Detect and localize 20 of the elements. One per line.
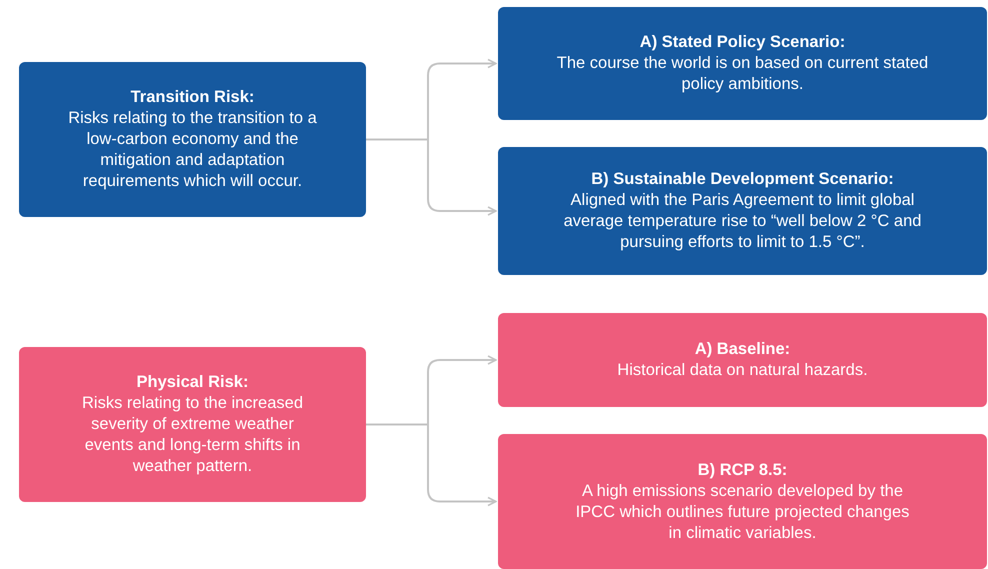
scenario-box [498, 434, 987, 569]
box-description: Aligned with the Paris Agreement to limit global average temperature rise to “well below 2 °C and pursuing efforts to limit to 1.5 °C”. [562, 190, 922, 253]
scenario-box [498, 147, 987, 275]
box-description: Historical data on natural hazards. [617, 360, 868, 381]
scenario-box [19, 347, 366, 502]
bracket-arrow [366, 138, 497, 216]
scenario-box [498, 7, 987, 120]
scenario-box [498, 313, 987, 407]
box-description: A high emissions scenario developed by the IPCC which outlines future projected changes in climatic variables. [574, 480, 910, 544]
box-heading: B) RCP 8.5: [698, 460, 788, 480]
box-heading: A) Baseline: [694, 339, 790, 360]
box-description: The course the world is on based on current stated policy ambitions. [556, 53, 930, 95]
box-heading: B) Sustainable Development Scenario: [591, 169, 894, 190]
box-heading: A) Stated Policy Scenario: [640, 32, 846, 53]
box-heading: Physical Risk: [136, 372, 248, 393]
box-description: Risks relating to the transition to a low-carbon economy and the mitigation and adaptation requirements which will occur. [67, 108, 318, 192]
box-description: Risks relating to the increased severity of extreme weather events and long-term shifts in weather pattern. [80, 393, 304, 477]
scenario-box [19, 62, 366, 217]
bracket-arrow [366, 424, 497, 506]
box-heading: Transition Risk: [130, 87, 254, 108]
